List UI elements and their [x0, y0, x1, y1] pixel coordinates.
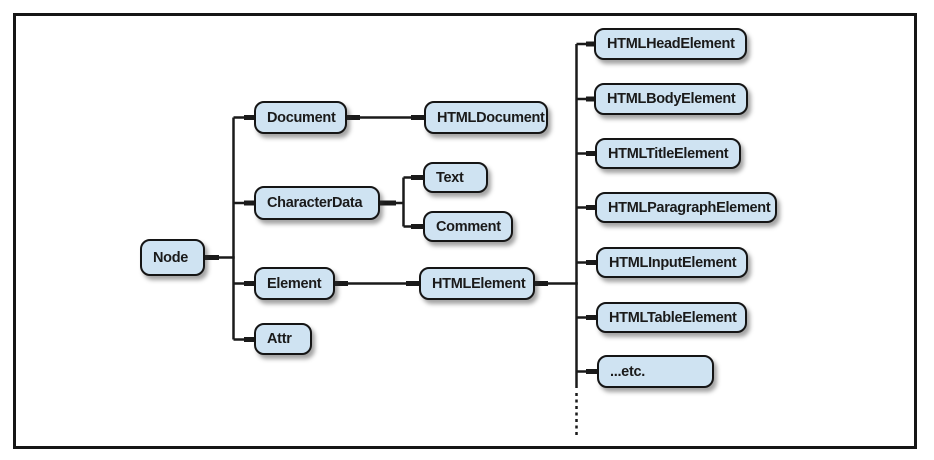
- node-label-etc: ...etc.: [610, 363, 645, 380]
- node-box-htmltitleelement: HTMLTitleElement: [595, 138, 741, 169]
- node-label-attr: Attr: [267, 331, 292, 347]
- node-label-htmldocument: HTMLDocument: [437, 109, 545, 126]
- node-label-htmlparagraphelement: HTMLParagraphElement: [608, 199, 771, 216]
- node-label-document: Document: [267, 109, 336, 126]
- node-box-htmlparagraphelement: HTMLParagraphElement: [595, 192, 777, 223]
- edge-right-trunk-stubs: [586, 41, 599, 374]
- node-box-htmlheadelement: HTMLHeadElement: [594, 28, 747, 60]
- node-box-comment: Comment: [423, 211, 513, 242]
- edge-left-trunk-stub-lines: [233, 116, 248, 341]
- node-label-htmlheadelement: HTMLHeadElement: [607, 36, 735, 52]
- edge-text-comment-stubs: [411, 175, 425, 229]
- node-box-htmltableelement: HTMLTableElement: [596, 302, 747, 333]
- node-box-htmlinputelement: HTMLInputElement: [596, 247, 748, 278]
- node-label-htmlinputelement: HTMLInputElement: [609, 254, 737, 271]
- node-label-htmltableelement: HTMLTableElement: [609, 309, 737, 326]
- node-box-element: Element: [254, 267, 335, 300]
- node-label-node: Node: [153, 249, 189, 266]
- node-box-htmldocument: HTMLDocument: [424, 101, 548, 134]
- node-label-element: Element: [267, 275, 322, 292]
- node-box-htmlbodyelement: HTMLBodyElement: [594, 83, 748, 115]
- node-box-htmlelement: HTMLElement: [419, 267, 535, 300]
- node-box-characterdata: CharacterData: [254, 186, 380, 220]
- node-label-comment: Comment: [436, 218, 501, 235]
- node-box-document: Document: [254, 101, 347, 134]
- node-box-attr: Attr: [254, 323, 312, 355]
- node-label-htmltitleelement: HTMLTitleElement: [608, 145, 729, 162]
- node-label-htmlbodyelement: HTMLBodyElement: [607, 91, 736, 107]
- edge-characterdata-branch: [394, 176, 424, 228]
- node-box-text: Text: [423, 162, 488, 193]
- node-label-characterdata: CharacterData: [267, 195, 363, 211]
- node-label-htmlelement: HTMLElement: [432, 275, 526, 292]
- edge-left-trunk-stubs: [244, 115, 257, 342]
- node-box-etc: ...etc.: [597, 355, 714, 388]
- node-box-node: Node: [140, 239, 205, 276]
- node-label-text: Text: [436, 169, 464, 186]
